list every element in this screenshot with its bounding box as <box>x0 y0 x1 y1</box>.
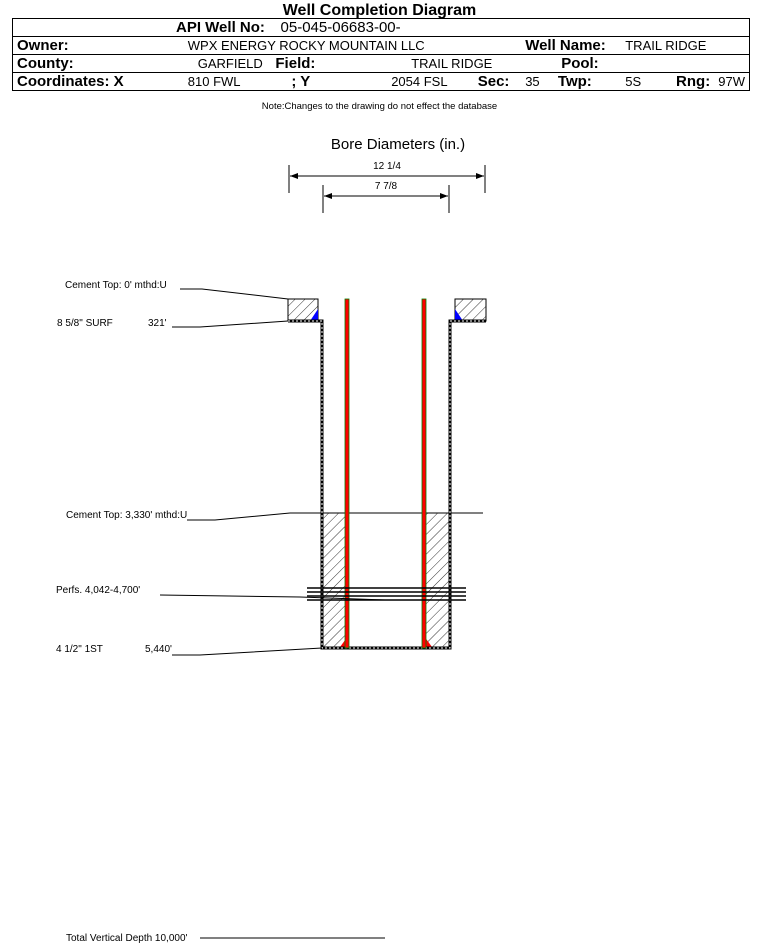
coordinates-x-value: 810 FWL <box>167 72 272 91</box>
owner-value: WPX ENERGY ROCKY MOUNTAIN LLC <box>167 36 522 55</box>
well-name-label: Well Name: <box>521 36 622 55</box>
coordinates-x-label: Coordinates: X <box>12 72 168 91</box>
production-casing <box>344 298 427 649</box>
surface-casing-label: 8 5/8" SURF <box>57 318 113 329</box>
bore-inner-label: 7 7/8 <box>375 181 398 192</box>
perforations <box>307 587 466 601</box>
api-label: API Well No: <box>176 19 265 36</box>
page-title: Well Completion Diagram <box>282 2 477 19</box>
rng-label: Rng: <box>672 72 715 91</box>
surface-casing-outline <box>288 319 486 650</box>
leader-lines <box>159 288 386 939</box>
well-header-table: API Well No: 05-045-06683-00- Owner: WPX… <box>12 18 750 91</box>
well-name-value: TRAIL RIDGE <box>621 36 750 55</box>
note-text: Note:Changes to the drawing do not effec… <box>261 101 498 112</box>
production-casing-depth: 5,440' <box>145 644 172 655</box>
bore-outer-label: 12 1/4 <box>373 161 401 172</box>
twp-label: Twp: <box>553 72 622 91</box>
pool-label: Pool: <box>521 54 622 73</box>
production-cement <box>290 512 483 647</box>
coordinates-y-value: 2054 FSL <box>371 72 474 91</box>
cement-top-production-label: Cement Top: 3,330' mthd:U <box>66 510 187 521</box>
cement-top-surface-label: Cement Top: 0' mthd:U <box>65 280 167 291</box>
twp-value: 5S <box>621 72 673 91</box>
surface-casing-depth: 321' <box>148 318 167 329</box>
api-value: 05-045-06683-00- <box>280 19 401 36</box>
production-casing-label: 4 1/2" 1ST <box>56 644 103 655</box>
pool-value <box>621 54 750 73</box>
owner-label: Owner: <box>12 36 168 55</box>
total-depth-label: Total Vertical Depth 10,000' <box>66 933 188 943</box>
field-value: TRAIL RIDGE <box>371 54 522 73</box>
sec-value: 35 <box>521 72 554 91</box>
coordinates-y-label: ; Y <box>271 72 372 91</box>
bore-inner-dimension <box>322 185 450 213</box>
county-value: GARFIELD <box>167 54 272 73</box>
bore-outer-dimension <box>288 165 486 193</box>
rng-value: 97W <box>714 72 750 91</box>
surface-cement <box>287 298 487 322</box>
sec-label: Sec: <box>473 72 522 91</box>
perfs-label: Perfs. 4,042-4,700' <box>56 585 140 596</box>
bore-diameters-title: Bore Diameters (in.) <box>331 136 465 153</box>
field-label: Field: <box>271 54 372 73</box>
county-label: County: <box>12 54 168 73</box>
